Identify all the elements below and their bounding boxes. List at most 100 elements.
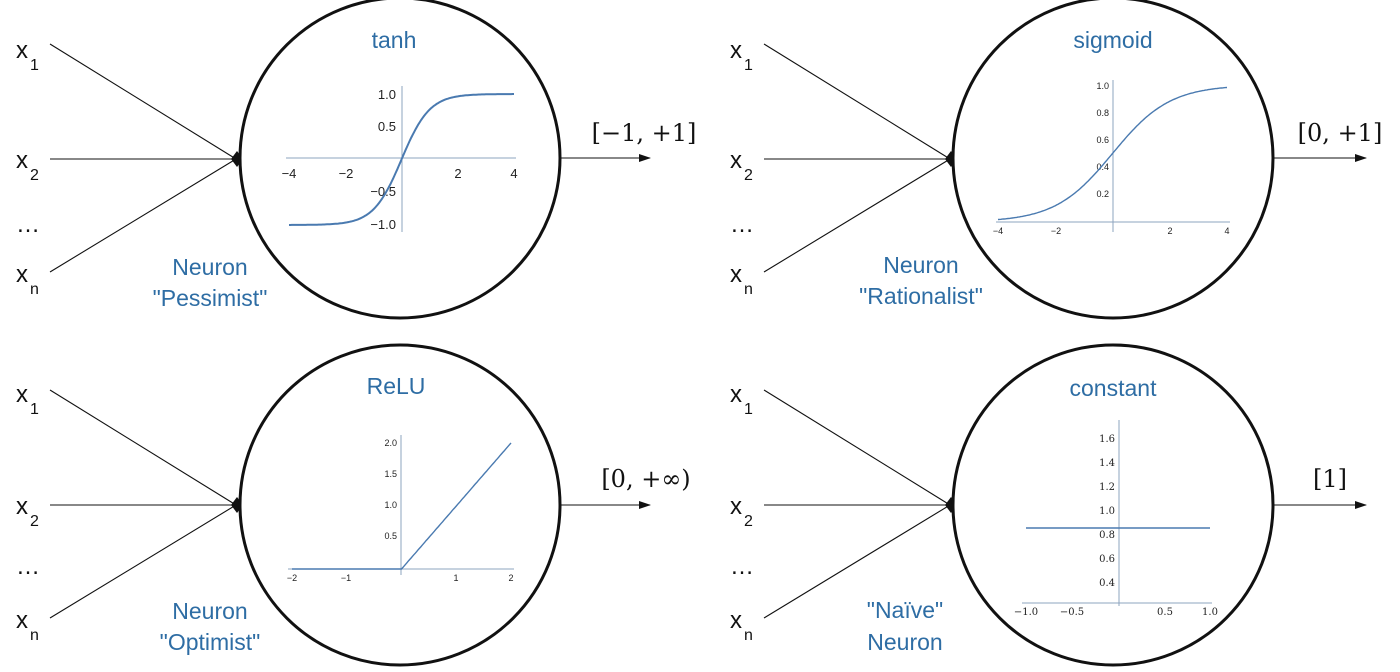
neuron-circle bbox=[951, 343, 1275, 667]
panel-constant: x 1 x 2 … x n constant −1.0 −0.5 0.5 1.0… bbox=[730, 343, 1367, 667]
input-xn-subscript: n bbox=[744, 281, 753, 298]
input-wire-x1 bbox=[763, 389, 951, 506]
output-range: [1] bbox=[1313, 465, 1347, 493]
input-wire-xn bbox=[763, 504, 951, 619]
input-xn: x n bbox=[16, 261, 39, 298]
input-wire-x1 bbox=[49, 43, 237, 160]
input-xn-label: x bbox=[16, 261, 28, 288]
input-xn: x n bbox=[730, 607, 753, 644]
input-xn-subscript: n bbox=[30, 281, 39, 298]
input-wire-x1 bbox=[49, 389, 237, 506]
input-ellipsis: … bbox=[730, 211, 754, 238]
input-x1: x 1 bbox=[16, 37, 39, 74]
x-tick-label: −1.0 bbox=[1014, 607, 1038, 618]
y-tick-label: 1.0 bbox=[384, 500, 397, 510]
input-x1: x 1 bbox=[730, 37, 753, 74]
y-tick-label: 1.2 bbox=[1099, 482, 1115, 493]
input-x1-subscript: 1 bbox=[744, 57, 753, 74]
y-tick-label: 1.6 bbox=[1099, 434, 1115, 445]
input-ellipsis: … bbox=[730, 553, 754, 580]
input-x2-label: x bbox=[730, 147, 742, 174]
input-xn-subscript: n bbox=[744, 627, 753, 644]
output-range: [−1, +1] bbox=[592, 119, 697, 147]
y-tick-label: 1.5 bbox=[384, 469, 397, 479]
relu-curve bbox=[292, 442, 512, 570]
input-x2: x 2 bbox=[730, 147, 753, 184]
input-x2-subscript: 2 bbox=[744, 167, 753, 184]
input-wire-xn bbox=[49, 158, 237, 273]
input-x1-label: x bbox=[16, 381, 28, 408]
input-wire-x1 bbox=[763, 43, 951, 160]
input-xn: x n bbox=[730, 261, 753, 298]
input-x1-subscript: 1 bbox=[30, 57, 39, 74]
x-tick-label: 2 bbox=[454, 166, 461, 181]
y-tick-label: 0.5 bbox=[378, 119, 396, 134]
y-tick-label: 1.0 bbox=[378, 87, 396, 102]
input-x2-label: x bbox=[16, 493, 28, 520]
input-xn-label: x bbox=[730, 607, 742, 634]
y-tick-label: 2.0 bbox=[384, 438, 397, 448]
neuron-label-line1: "Naïve" bbox=[867, 597, 943, 623]
panel-tanh: x 1 x 2 … x n tanh −4 −2 2 4 1.0 0.5 −0.… bbox=[16, 0, 697, 320]
activation-plot: −4 −2 2 4 1.0 0.8 0.6 0.4 0.2 bbox=[993, 80, 1230, 236]
input-x1: x 1 bbox=[16, 381, 39, 418]
input-x2: x 2 bbox=[730, 493, 753, 530]
input-ellipsis: … bbox=[16, 553, 40, 580]
x-tick-label: 1.0 bbox=[1202, 607, 1218, 618]
input-x2-subscript: 2 bbox=[744, 513, 753, 530]
input-x1-label: x bbox=[730, 37, 742, 64]
function-name: ReLU bbox=[367, 373, 426, 399]
neuron-label-line2: "Pessimist" bbox=[153, 285, 268, 311]
activation-plot: −2 −1 1 2 2.0 1.5 1.0 0.5 bbox=[287, 435, 514, 583]
input-x1-subscript: 1 bbox=[744, 401, 753, 418]
function-name: constant bbox=[1070, 375, 1158, 401]
input-x1-label: x bbox=[16, 37, 28, 64]
x-tick-label: −4 bbox=[282, 166, 297, 181]
input-x2-label: x bbox=[16, 147, 28, 174]
input-x2-subscript: 2 bbox=[30, 167, 39, 184]
x-tick-label: −0.5 bbox=[1060, 607, 1084, 618]
input-wire-xn bbox=[49, 504, 237, 619]
x-tick-label: 2 bbox=[508, 573, 513, 583]
neuron-label-line2: "Rationalist" bbox=[859, 283, 983, 309]
y-tick-label: 0.4 bbox=[1096, 162, 1109, 172]
input-wire-xn bbox=[763, 158, 951, 273]
y-tick-label: 0.6 bbox=[1096, 135, 1109, 145]
output-range: [0, +∞) bbox=[601, 465, 690, 493]
input-x2-label: x bbox=[730, 493, 742, 520]
sigmoid-curve bbox=[997, 86, 1228, 221]
y-tick-label: 0.8 bbox=[1099, 530, 1115, 541]
input-x1: x 1 bbox=[730, 381, 753, 418]
activation-plot: −1.0 −0.5 0.5 1.0 1.6 1.4 1.2 1.0 0.8 0.… bbox=[1014, 420, 1218, 618]
x-tick-label: −4 bbox=[993, 226, 1003, 236]
input-x1-label: x bbox=[730, 381, 742, 408]
x-tick-label: −2 bbox=[339, 166, 354, 181]
y-tick-label: −1.0 bbox=[370, 217, 396, 232]
panel-sigmoid: x 1 x 2 … x n sigmoid −4 −2 2 4 1.0 0.8 … bbox=[730, 0, 1383, 320]
activation-plot: −4 −2 2 4 1.0 0.5 −0.5 −1.0 bbox=[282, 86, 518, 232]
x-tick-label: 4 bbox=[1224, 226, 1229, 236]
y-tick-label: 0.6 bbox=[1099, 554, 1115, 565]
function-name: sigmoid bbox=[1073, 27, 1152, 53]
input-x2-subscript: 2 bbox=[30, 513, 39, 530]
y-tick-label: 1.4 bbox=[1099, 458, 1115, 469]
y-tick-label: 0.4 bbox=[1099, 578, 1115, 589]
output-range: [0, +1] bbox=[1298, 119, 1383, 147]
x-tick-label: −2 bbox=[1051, 226, 1061, 236]
input-x2: x 2 bbox=[16, 493, 39, 530]
neuron-label-line2: "Optimist" bbox=[160, 629, 261, 655]
y-tick-label: 0.8 bbox=[1096, 108, 1109, 118]
y-tick-label: 1.0 bbox=[1099, 506, 1115, 517]
input-x2: x 2 bbox=[16, 147, 39, 184]
y-tick-label: 0.5 bbox=[384, 531, 397, 541]
input-xn: x n bbox=[16, 607, 39, 644]
x-tick-label: 1 bbox=[453, 573, 458, 583]
y-tick-label: 1.0 bbox=[1096, 81, 1109, 91]
neuron-label-line1: Neuron bbox=[172, 254, 247, 280]
y-tick-label: 0.2 bbox=[1096, 189, 1109, 199]
panel-relu: x 1 x 2 … x n ReLU −2 −1 1 2 2.0 1.5 1.0… bbox=[16, 343, 691, 667]
x-tick-label: −2 bbox=[287, 573, 297, 583]
input-xn-label: x bbox=[16, 607, 28, 634]
x-tick-label: 4 bbox=[510, 166, 517, 181]
x-tick-label: −1 bbox=[341, 573, 351, 583]
